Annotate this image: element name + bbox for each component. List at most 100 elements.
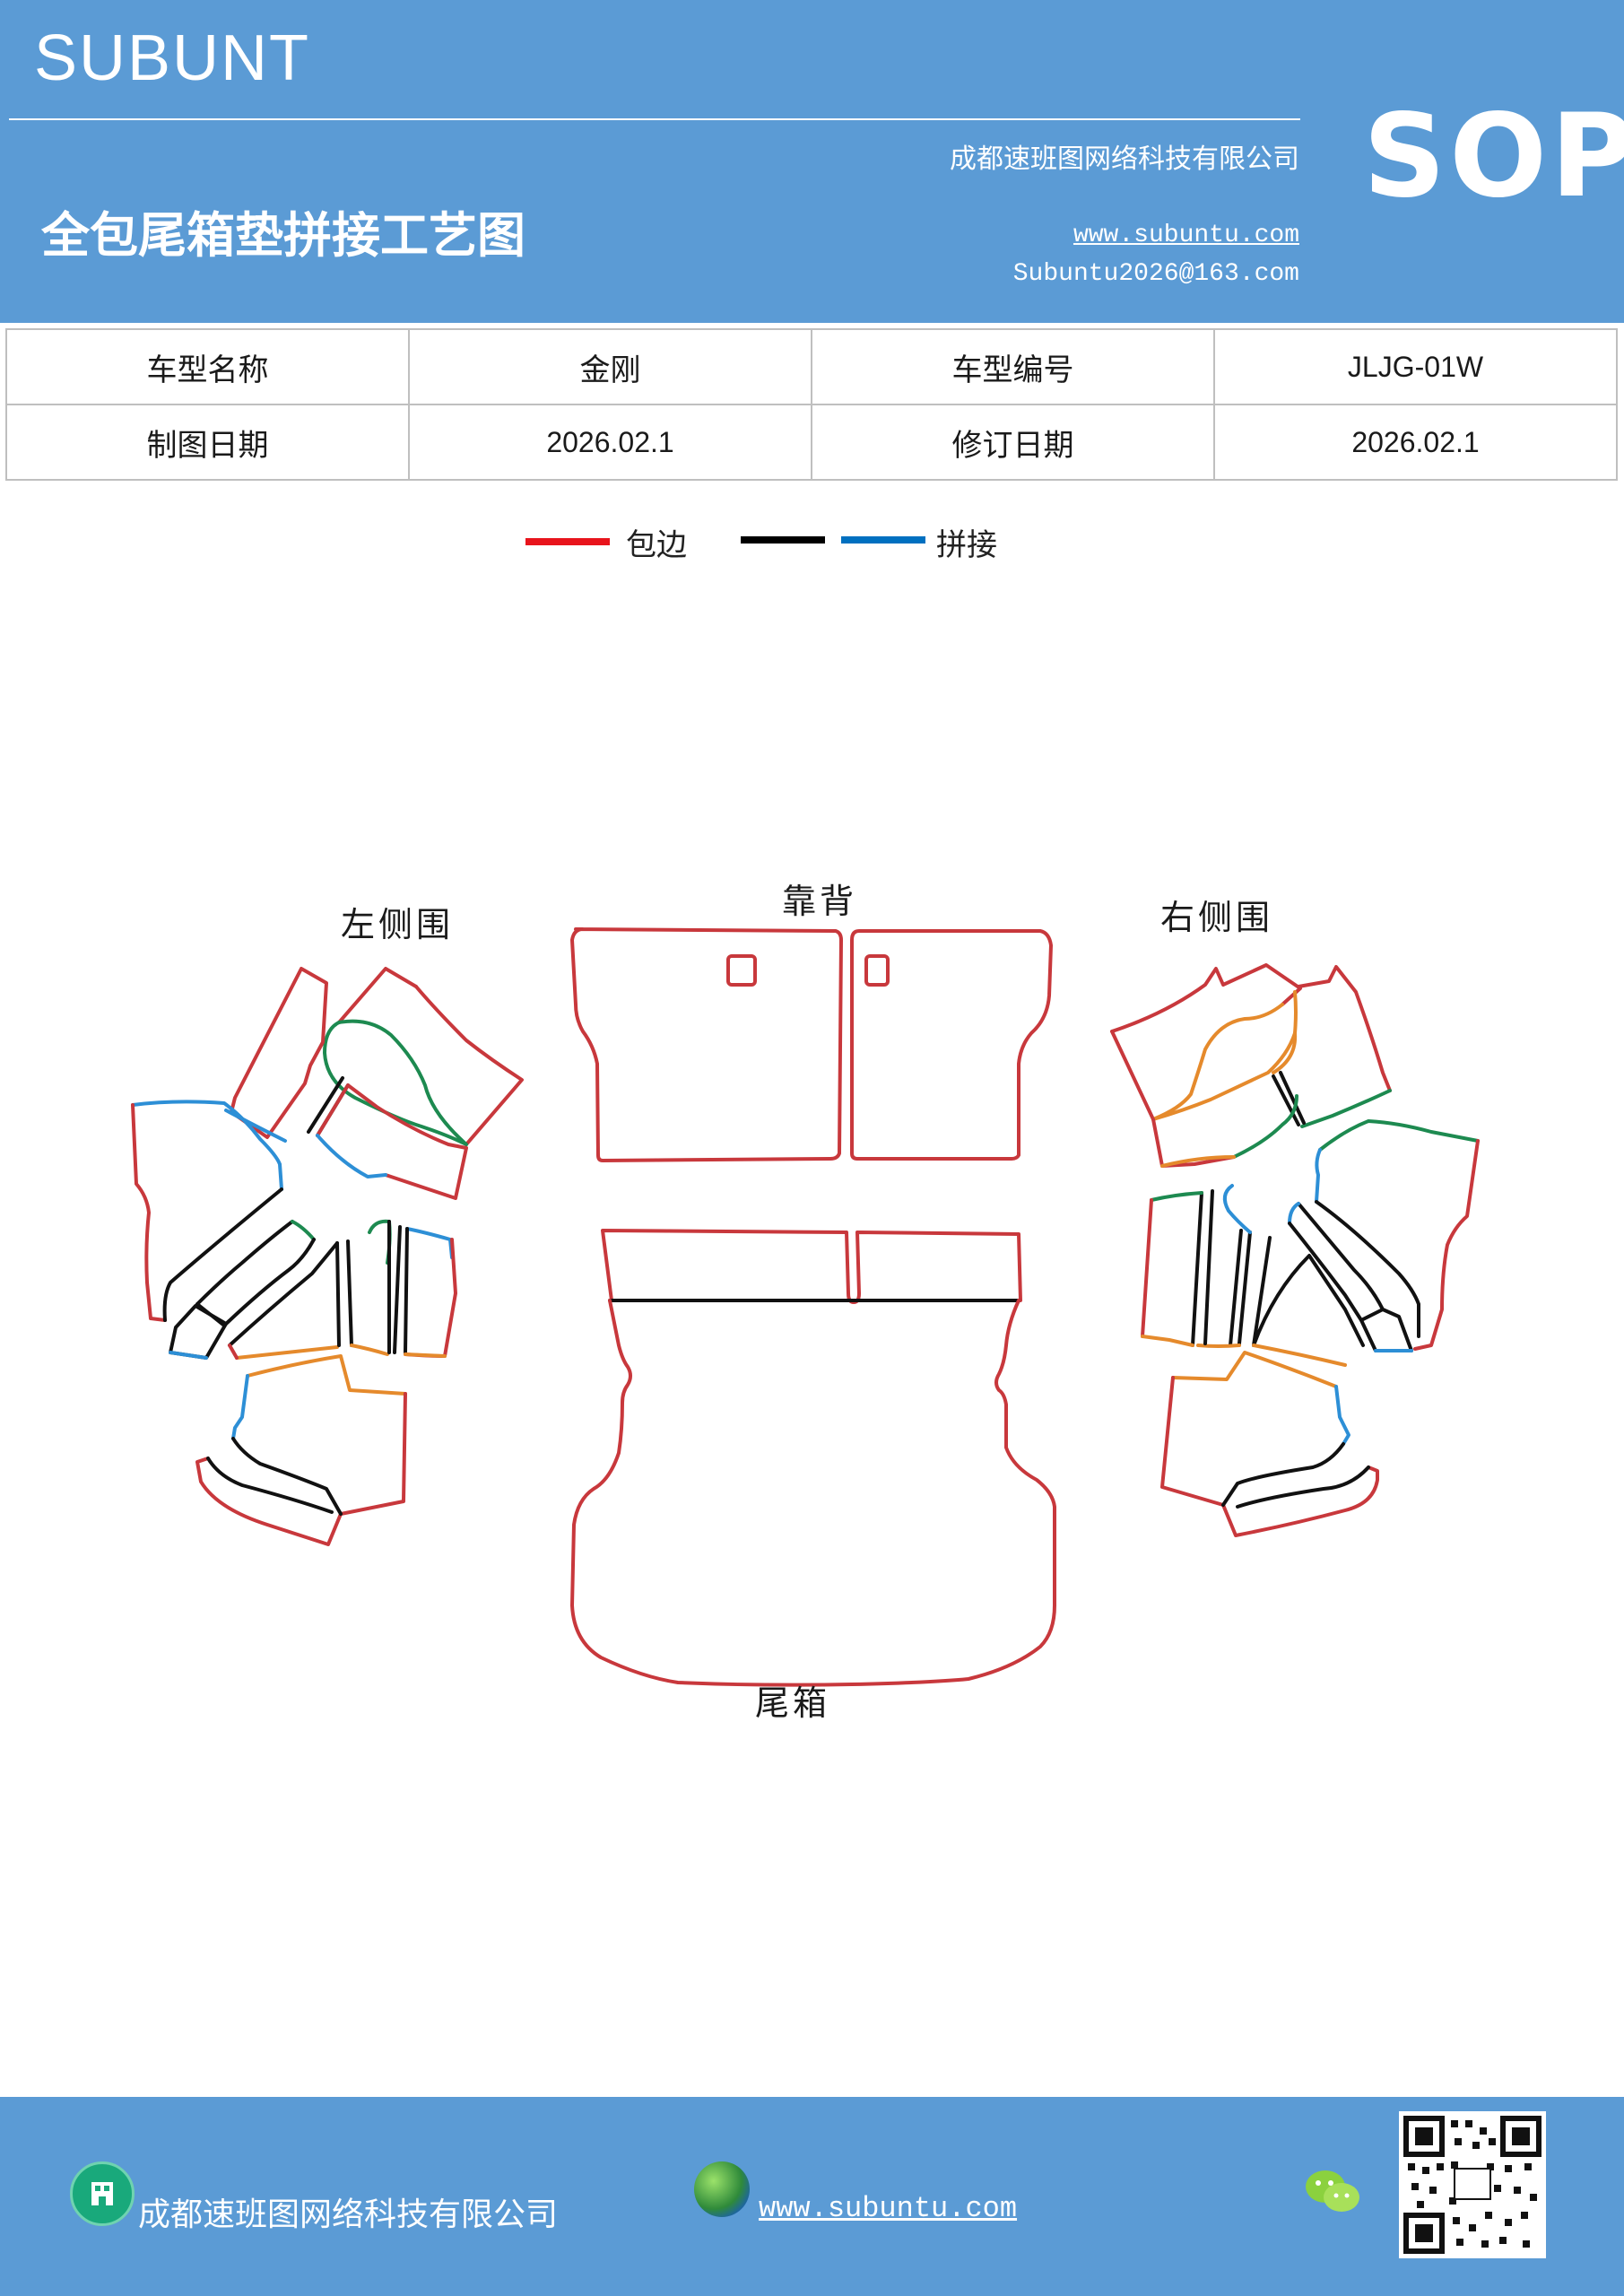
right-panel-bottom-black [1221,1442,1370,1509]
right-panel-strip-c-black [1191,1189,1214,1347]
left-panel-outer-blue [131,1100,283,1191]
model-name-value: 金刚 [408,328,812,405]
right-panel-bottom-orange [1171,1351,1338,1388]
left-panel-upper-red-a [337,967,418,1024]
left-panel-lower-blue [169,1351,208,1360]
company-name: 成都速班图网络科技有限公司 [950,144,1299,175]
right-panel-strip-b-orange [1196,1344,1241,1348]
backrest-left-panel [570,927,843,1162]
left-panel-bottom-red [195,1392,407,1546]
table-row: 制图日期 2026.02.1 修订日期 2026.02.1 [5,404,1618,481]
right-panel-mid-2-orange [1160,1155,1236,1168]
header-banner: SUBUNT 成都速班图网络科技有限公司 全包尾箱垫拼接工艺图 www.subu… [0,0,1624,323]
right-panel-mid-2-green [1232,1094,1298,1159]
trunk-top-strip [601,1229,1022,1304]
left-panel-mid-strip-orange [235,1345,339,1360]
left-panel-mid-red [230,967,328,1139]
left-panel-lower-black-1 [195,1220,294,1306]
model-code-value: JLJG-01W [1213,328,1618,405]
label-trunk: 尾箱 [755,1683,831,1723]
right-panel-mid-green [1300,1089,1392,1128]
right-panel-lower-blue-1 [1288,1202,1300,1225]
globe-icon [694,2161,750,2217]
left-panel-mid-blue [224,1109,287,1143]
footer-website-link[interactable]: www.subuntu.com [759,2192,1018,2225]
left-panel-upper-red-b [414,985,524,1146]
left-panel-strip-c-red [404,1238,457,1358]
header-divider [9,118,1300,120]
footer-company-name: 成都速班图网络科技有限公司 [138,2196,559,2233]
trunk-main-panel [570,1299,1056,1687]
left-panel-mid-black-a [307,1076,344,1134]
left-panel-mid-2-red [316,1083,468,1200]
right-panel-strip-c-orange [1141,1335,1194,1347]
left-panel-lower-green-1 [291,1220,316,1241]
sop-badge: SOP [1363,90,1624,223]
right-panel-strip-c-red [1141,1198,1153,1338]
legend-swatch-splice-blue [841,536,925,544]
right-panel-outer-blue [1315,1148,1322,1204]
left-panel-strip-a-black [335,1239,353,1347]
right-panel-upper-orange-b [1151,990,1298,1121]
table-row: 车型名称 金刚 车型编号 JLJG-01W [5,328,1618,405]
left-panel-strip-c-orange [404,1352,447,1358]
left-panel-mid-strip-black [228,1241,339,1347]
revise-date-value: 2026.02.1 [1213,404,1618,481]
footer-banner: 成都速班图网络科技有限公司 www.subuntu.com [0,2097,1624,2296]
left-panel-lower-black-3 [169,1304,228,1360]
legend-swatch-hem [525,538,610,545]
left-panel-bottom-orange [246,1354,407,1396]
right-panel-strip-b-blue [1222,1184,1252,1234]
label-left-side-wall: 左侧围 [341,905,455,944]
right-panel-lower-black-2 [1288,1222,1363,1322]
model-name-label: 车型名称 [5,328,410,405]
info-table: 车型名称 金刚 车型编号 JLJG-01W 制图日期 2026.02.1 修订日… [5,328,1618,481]
right-panel-outer-red [1413,1139,1480,1351]
left-panel-bottom-black [206,1437,343,1516]
backrest-right-panel [850,929,1053,1161]
revise-date-label: 修订日期 [811,404,1215,481]
email-address: Subuntu2026@163.com [1012,260,1299,288]
draw-date-label: 制图日期 [5,404,410,481]
right-panel-bottom-blue [1334,1385,1350,1446]
model-code-label: 车型编号 [811,328,1215,405]
right-panel-strip-a-black [1252,1236,1365,1347]
brand-name: SUBUNT [34,22,311,94]
backrest-left-slot [726,954,757,987]
backrest-right-slot [864,954,890,987]
label-right-side-wall: 右侧围 [1160,898,1274,937]
legend: 包边 拼接 [0,520,1624,574]
left-panel-mid-2-blue [316,1134,387,1178]
legend-label-splice: 拼接 [936,527,997,563]
legend-label-hem: 包边 [626,527,687,563]
right-panel-strip-a-orange [1252,1344,1347,1367]
left-panel-upper-green-a [323,1021,468,1146]
left-panel-outer-red [131,1103,167,1322]
left-panel-upper-green-b [337,1019,468,1146]
right-panel-upper-red [1110,963,1302,1033]
mat-pattern-diagram [131,927,1480,1687]
right-panel-upper-red-b [1110,1030,1155,1121]
right-panel-mid-black-a [1272,1071,1306,1126]
right-panel-strip-c-green [1150,1191,1203,1202]
qr-code-icon [1399,2111,1546,2258]
document-title: 全包尾箱垫拼接工艺图 [41,206,525,264]
wechat-icon[interactable] [1302,2165,1365,2222]
right-panel-strip-b-black [1229,1229,1252,1347]
right-panel-outer-green [1318,1119,1480,1152]
right-panel-upper-orange-a [1151,1003,1284,1121]
right-panel-lower-black-3 [1359,1308,1413,1352]
right-panel-lower-black-1 [1297,1202,1385,1311]
left-panel-strip-b-green [368,1219,392,1265]
left-panel-strip-b-black [387,1220,402,1354]
left-panel-bottom-blue [231,1374,249,1440]
left-panel-outer-black-a [162,1187,283,1322]
right-panel-mid-2-red [1151,1118,1236,1168]
right-panel-mid-red [1297,965,1392,1092]
draw-date-value: 2026.02.1 [408,404,812,481]
right-panel-outer-black [1315,1200,1420,1338]
website-link[interactable]: www.subuntu.com [1073,222,1299,249]
left-panel-lower-black-2 [195,1238,316,1327]
right-panel-bottom-red [1160,1376,1379,1537]
legend-swatch-splice-black [741,536,825,544]
